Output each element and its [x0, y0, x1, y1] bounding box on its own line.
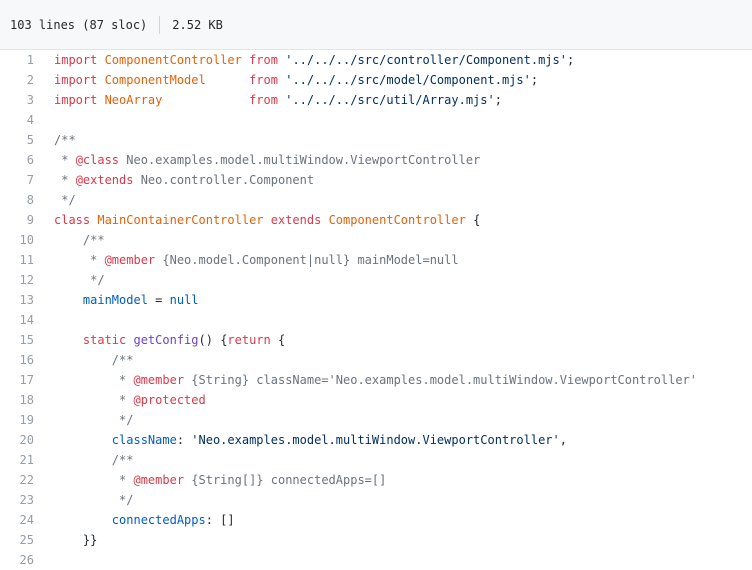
line-number[interactable]: 4: [26, 113, 34, 127]
line-count: 103 lines (87 sloc): [10, 17, 148, 32]
line-code: connectedApps: []: [111, 513, 235, 527]
line-number[interactable]: 18: [19, 393, 34, 407]
line-code: /**: [54, 233, 105, 247]
code-line: 2 import ComponentModel from '../../../sr…: [0, 70, 752, 90]
code-line: 11 * @member {Neo.model.Component|null} …: [0, 250, 752, 270]
code-view: 1 import ComponentController from '../../…: [0, 50, 752, 570]
line-code: /**: [54, 353, 134, 367]
line-code: * @protected: [54, 393, 206, 407]
line-number[interactable]: 3: [26, 93, 34, 107]
line-code: import ComponentController from '../../.…: [54, 53, 582, 67]
line-number[interactable]: 16: [19, 353, 34, 367]
code-line: 1 import ComponentController from '../../…: [0, 50, 752, 70]
line-number[interactable]: 23: [19, 493, 34, 507]
line-number[interactable]: 21: [19, 453, 34, 467]
line-number[interactable]: 14: [19, 313, 34, 327]
code-line: 26: [0, 550, 752, 570]
code-line: 14: [0, 310, 752, 330]
line-code: /**: [54, 453, 134, 467]
line-number[interactable]: 17: [19, 373, 34, 387]
line-number[interactable]: 13: [19, 293, 34, 307]
code-line: 9 class MainContainerController extends C…: [0, 210, 752, 230]
code-line: 3 import NeoArray from '../../../src/util…: [0, 90, 752, 110]
code-line: 4: [0, 110, 752, 130]
line-number[interactable]: 10: [19, 233, 34, 247]
line-number[interactable]: 22: [19, 473, 34, 487]
code-line: 22 * @member {String[]} connectedApps=[]: [0, 470, 752, 490]
line-number[interactable]: 2: [26, 73, 34, 87]
line-number[interactable]: 24: [19, 513, 34, 527]
code-line: 16 /**: [0, 350, 752, 370]
divider: [159, 15, 161, 34]
line-code: }}: [54, 533, 98, 547]
line-number[interactable]: 5: [26, 133, 34, 147]
file-info-bar: 103 lines (87 sloc) 2.52 KB: [0, 0, 752, 50]
line-number[interactable]: 25: [19, 533, 34, 547]
line-code: static getConfig() {return {: [54, 333, 286, 347]
line-number[interactable]: 26: [19, 553, 34, 567]
line-code: /**: [54, 133, 76, 147]
code-line: 5 /**: [0, 130, 752, 150]
code-line: 19 */: [0, 410, 752, 430]
code-line: 12 */: [0, 270, 752, 290]
code-line: 7 * @extends Neo.controller.Component: [0, 170, 752, 190]
code-line: 15 static getConfig() {return {: [0, 330, 752, 350]
code-line: 13 mainModel = null: [0, 290, 752, 310]
line-code: * @extends Neo.controller.Component: [54, 173, 315, 187]
line-code: import NeoArray from '../../../src/util/…: [54, 93, 502, 107]
code-line: 20 className: 'Neo.examples.model.multiW…: [0, 430, 752, 450]
line-code: import ComponentModel from '../../../src…: [54, 73, 539, 87]
line-number[interactable]: 7: [26, 173, 34, 187]
line-number[interactable]: 19: [19, 413, 34, 427]
line-number[interactable]: 1: [26, 53, 34, 67]
code-line: 17 * @member {String} className='Neo.exa…: [0, 370, 752, 390]
line-code: * @class Neo.examples.model.multiWindow.…: [54, 153, 481, 167]
line-code: * @member {String} className='Neo.exampl…: [54, 373, 698, 387]
line-code: className: 'Neo.examples.model.multiWind…: [111, 433, 567, 447]
code-line: 8 */: [0, 190, 752, 210]
line-code: mainModel = null: [82, 293, 199, 307]
line-code: */: [54, 493, 134, 507]
line-code: */: [54, 413, 134, 427]
line-code: * @member {Neo.model.Component|null} mai…: [54, 253, 459, 267]
code-line: 24 connectedApps: []: [0, 510, 752, 530]
line-number[interactable]: 15: [19, 333, 34, 347]
line-code: */: [54, 193, 76, 207]
line-code: class MainContainerController extends Co…: [54, 213, 481, 227]
code-line: 21 /**: [0, 450, 752, 470]
line-number[interactable]: 11: [19, 253, 34, 267]
line-number[interactable]: 8: [26, 193, 34, 207]
code-line: 25 }}: [0, 530, 752, 550]
code-line: 6 * @class Neo.examples.model.multiWindo…: [0, 150, 752, 170]
code-line: 18 * @protected: [0, 390, 752, 410]
line-number[interactable]: 20: [19, 433, 34, 447]
line-code: */: [54, 273, 105, 287]
line-code: * @member {String[]} connectedApps=[]: [54, 473, 387, 487]
line-number[interactable]: 6: [26, 153, 34, 167]
file-size: 2.52 KB: [172, 17, 223, 32]
code-line: 10 /**: [0, 230, 752, 250]
line-number[interactable]: 12: [19, 273, 34, 287]
line-number[interactable]: 9: [26, 213, 34, 227]
code-line: 23 */: [0, 490, 752, 510]
